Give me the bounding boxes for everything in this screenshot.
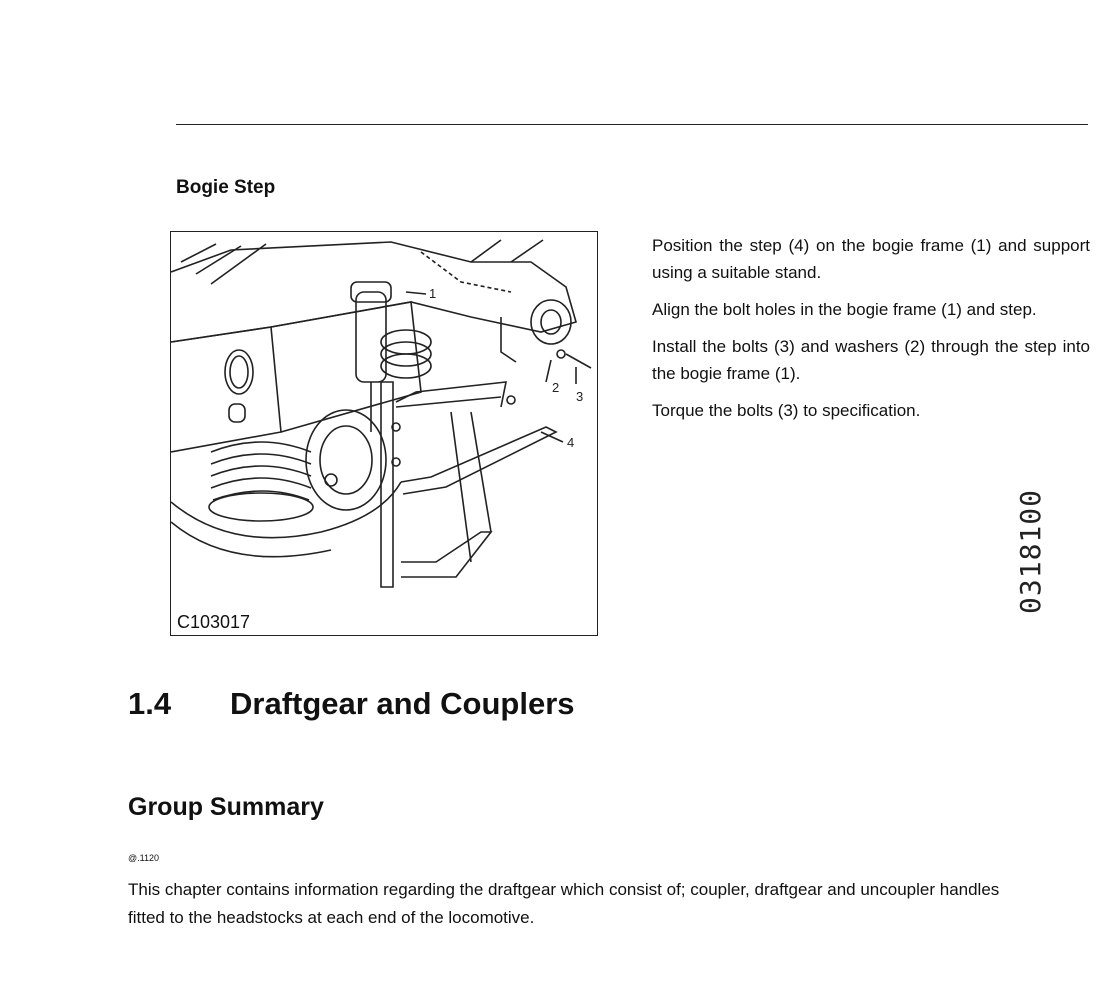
bogie-step-figure: 1 2 3 4 C103017 bbox=[170, 231, 598, 636]
step-text: Install the bolts (3) and washers (2) th… bbox=[652, 337, 1090, 383]
callout-3: 3 bbox=[576, 389, 583, 404]
bogie-step-illustration: 1 2 3 4 bbox=[171, 239, 592, 588]
header-rule bbox=[176, 124, 1088, 125]
chapter-number: 1.4 bbox=[128, 686, 172, 721]
group-summary-text: This chapter contains information regard… bbox=[128, 880, 1000, 927]
procedure-steps: Position the step (4) on the bogie frame… bbox=[652, 232, 1090, 434]
step-text: Torque the bolts (3) to specification. bbox=[652, 401, 921, 420]
step-text: Align the bolt holes in the bogie frame … bbox=[652, 300, 1037, 319]
group-summary-heading: Group Summary bbox=[128, 793, 324, 821]
step-text: Position the step (4) on the bogie frame… bbox=[652, 236, 1090, 282]
reference-code: @.1120 bbox=[128, 853, 159, 863]
callout-1: 1 bbox=[429, 286, 436, 301]
callout-2: 2 bbox=[552, 380, 559, 395]
section-title: Bogie Step bbox=[176, 177, 276, 198]
chapter-title: Draftgear and Couplers bbox=[230, 686, 575, 721]
figure-label: C103017 bbox=[177, 612, 251, 632]
reference-stamp: 0318100 bbox=[1014, 488, 1048, 615]
chapter-heading: 1.4 Draftgear and Couplers bbox=[128, 686, 575, 722]
callout-4: 4 bbox=[567, 435, 574, 450]
